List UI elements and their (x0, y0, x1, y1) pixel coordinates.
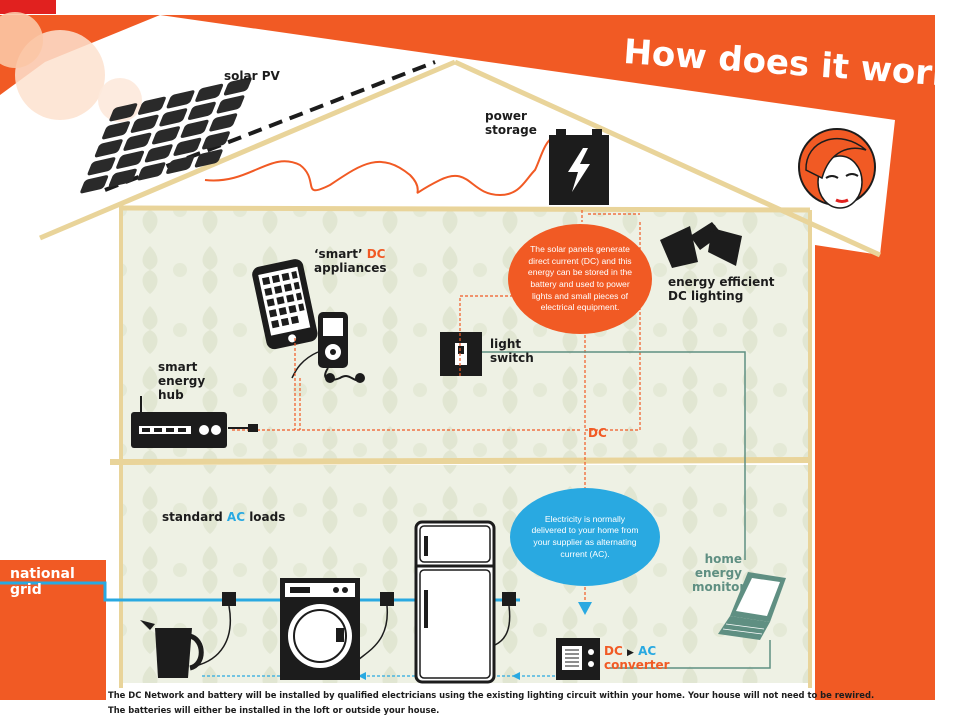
converter-ac: AC (638, 644, 657, 658)
smart-hub-line-1: smart (158, 360, 198, 374)
light-switch-label: light switch (490, 337, 534, 366)
grid-line: grid (10, 582, 42, 599)
dc-lighting-label: energy efficient DC lighting (668, 275, 775, 304)
washer-cable (357, 605, 388, 661)
light-switch-line-2: switch (490, 350, 534, 365)
smart-dc-line-1: ‘smart’ DC (314, 247, 387, 262)
energy-line: energy (694, 565, 742, 580)
solar-pv-label: solar PV (224, 69, 280, 83)
power-storage-line-2: storage (485, 122, 537, 137)
solar-cable (204, 137, 554, 197)
smart-hub-line-2: energy (158, 373, 206, 388)
middle-floor-beam (109, 457, 813, 465)
footer-line-2: The batteries will either be installed i… (108, 705, 440, 715)
ac-return-arrow-2 (512, 672, 520, 680)
hub-plug-head (248, 424, 258, 432)
converter-word: converter (604, 657, 670, 672)
dc-line-label: DC (588, 426, 607, 440)
monitor-line-text: monitor (692, 579, 746, 594)
standard-ac-label: standard AC loads (162, 510, 286, 525)
smart-dc-label: ‘smart’ DC appliances (314, 247, 387, 276)
converter-icon (556, 638, 600, 680)
home-line: home (704, 552, 742, 566)
mp3-player-icon (291, 312, 365, 383)
converter-arrow: ▶ (626, 648, 634, 658)
dc-word: DC (366, 247, 386, 261)
power-storage-line-1: power (485, 109, 527, 123)
dc-lamp-icon (660, 222, 742, 268)
kettle-icon (140, 620, 204, 678)
power-storage-label: power storage (485, 109, 537, 138)
converter-title: DC ▶ AC (604, 644, 670, 659)
dc-info-bubble: The solar panels generate direct current… (508, 224, 652, 334)
smart-hub-icon (131, 396, 227, 448)
ac-word: AC (226, 510, 245, 524)
national-line: national (10, 566, 75, 582)
smart-dc-line-2: appliances (314, 260, 387, 275)
washing-machine-icon (280, 578, 360, 680)
loft-floor-beam (119, 205, 811, 213)
light-switch-icon (440, 332, 482, 376)
right-white-strip (936, 0, 960, 720)
light-switch-line-1: light (490, 337, 522, 351)
dc-lighting-text: DC lighting (668, 288, 744, 303)
kettle-cable (194, 605, 231, 667)
footer-line-1: The DC Network and battery will be insta… (108, 690, 875, 700)
ac-plugs (222, 592, 516, 606)
home-monitor-label: home energy monitor (692, 552, 746, 594)
energy-efficient-text: energy efficient (668, 275, 775, 289)
woman-face-icon (798, 128, 876, 209)
standard-word: standard (162, 510, 223, 524)
fridge-icon (414, 520, 496, 684)
laptop-icon (718, 572, 786, 640)
converter-dc: DC (604, 644, 623, 658)
left-white-wedge (0, 100, 110, 560)
converter-label: DC ▶ AC converter (604, 644, 670, 673)
corner-red-tab (0, 0, 56, 14)
national-grid-label: national grid (10, 566, 75, 598)
fridge-cable (494, 605, 511, 646)
roof-beam-left (39, 59, 456, 241)
smart-hub-line-3: hub (158, 387, 184, 402)
solar-panel-icon (80, 77, 252, 194)
blue-down-arrow (578, 602, 592, 615)
sun-circle-small (0, 12, 43, 68)
ac-info-bubble: Electricity is normally delivered to you… (510, 488, 660, 586)
smart-hub-label: smart energy hub (158, 360, 206, 402)
monitor-line (482, 351, 771, 669)
smart-word: ‘smart’ (314, 247, 363, 261)
ac-return-arrow-1 (358, 672, 366, 680)
smartphone-icon (252, 259, 318, 350)
loads-word: loads (249, 510, 286, 524)
battery-icon (549, 129, 609, 205)
roof-dashes (104, 60, 436, 192)
top-white-strip (55, 0, 936, 15)
